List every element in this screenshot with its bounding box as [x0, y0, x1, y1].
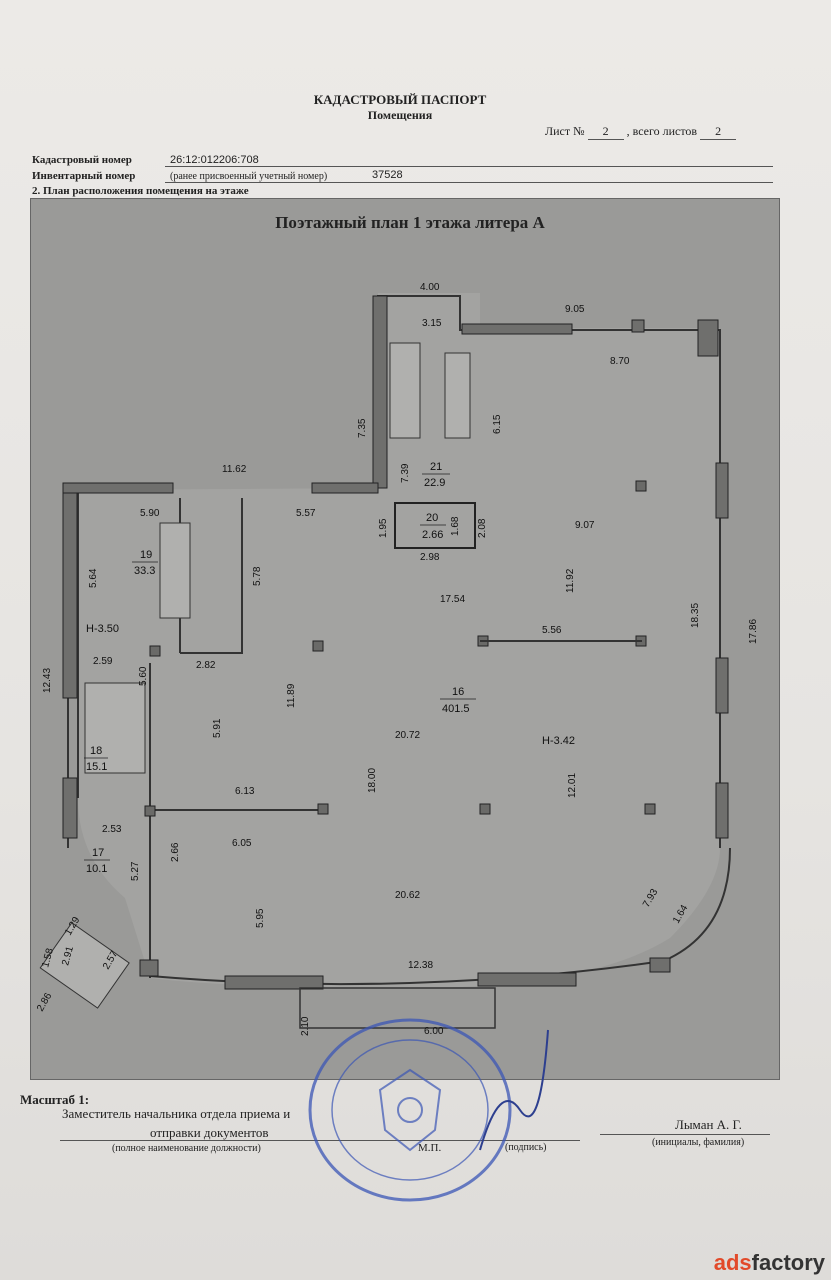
- dim-label: 5.90: [140, 508, 160, 519]
- room-area: 33.3: [134, 565, 155, 577]
- dim-label: 2.66: [170, 842, 181, 862]
- inventory-value: 37528: [372, 169, 403, 181]
- position-line1: Заместитель начальника отдела приема и: [62, 1106, 291, 1121]
- total-label: всего листов: [632, 124, 698, 138]
- dim-label: 5.60: [138, 666, 149, 686]
- dim-label: 3.15: [422, 318, 442, 329]
- watermark-part2: factory: [751, 1250, 825, 1275]
- inventory-underline: [165, 182, 773, 183]
- dim-label: 1.58: [40, 947, 56, 969]
- dim-label: 11.92: [565, 568, 576, 593]
- porch: [299, 987, 496, 1029]
- dim-label: 2.10: [300, 1016, 311, 1036]
- signer-name: Лыман А. Г.: [675, 1117, 742, 1132]
- room-number: 19: [140, 549, 152, 561]
- position-underline: [60, 1140, 580, 1141]
- signature: [479, 1029, 549, 1151]
- dim-label: 17.54: [440, 594, 465, 605]
- sheet-label: Лист №: [545, 124, 585, 138]
- dim-label: 5.64: [88, 568, 99, 588]
- scale-label: Масштаб 1:: [20, 1092, 90, 1107]
- floor-plan: Поэтажный план 1 этажа литера А: [35, 213, 759, 1037]
- total-sheets: 2: [700, 124, 737, 140]
- room-number: 16: [452, 686, 464, 698]
- dim-label: 18.00: [367, 768, 378, 793]
- section-label: 2. План расположения помещения на этаже: [32, 185, 249, 197]
- dim-label: 2.08: [477, 518, 488, 538]
- dim-label: 2.53: [102, 824, 122, 835]
- dim-label: 20.62: [395, 890, 420, 901]
- sign-caption: (подпись): [505, 1142, 547, 1153]
- dim-label: 6.05: [232, 838, 252, 849]
- dim-label: 5.91: [212, 718, 223, 738]
- dim-label: 9.07: [575, 520, 595, 531]
- dim-label: 9.05: [565, 304, 585, 315]
- dim-label: 5.95: [255, 908, 266, 928]
- dim-label: 20.72: [395, 730, 420, 741]
- dim-label: 6.00: [424, 1026, 444, 1037]
- room-number: 17: [92, 847, 104, 859]
- room-number: 20: [426, 512, 438, 524]
- dim-label: 1.95: [378, 518, 389, 538]
- room-area: 15.1: [86, 761, 107, 773]
- height-label: H-3.50: [86, 623, 119, 635]
- room-area: 22.9: [424, 477, 445, 489]
- dim-label: 17.86: [748, 619, 759, 644]
- mp-label: М.П.: [418, 1142, 442, 1154]
- wall-segments: [62, 295, 729, 990]
- inventory-note: (ранее присвоенный учетный номер): [170, 171, 328, 182]
- room-area: 10.1: [86, 863, 107, 875]
- floor-area: [78, 293, 720, 988]
- room-number: 18: [90, 745, 102, 757]
- cadastral-value: 26:12:012206:708: [170, 154, 259, 166]
- room-number: 21: [430, 461, 442, 473]
- dim-label: 11.89: [286, 683, 297, 708]
- watermark-part1: ads: [713, 1250, 752, 1275]
- dim-label: 12.01: [567, 773, 578, 798]
- position-caption: (полное наименование должности): [112, 1143, 261, 1154]
- dim-label: 12.43: [42, 668, 53, 693]
- dim-label: 4.00: [420, 282, 440, 293]
- dim-label: 5.27: [130, 861, 141, 881]
- dim-label: 2.82: [196, 660, 216, 671]
- height-label: H-3.42: [542, 735, 575, 747]
- inventory-label: Инвентарный номер: [32, 170, 136, 182]
- dim-label: 1.68: [450, 516, 461, 536]
- dim-label: 6.15: [492, 414, 503, 434]
- cadastral-label: Кадастровый номер: [32, 154, 132, 166]
- dim-label: 6.13: [235, 786, 255, 797]
- dim-label: 11.62: [222, 464, 247, 475]
- room-20-box: [394, 502, 476, 549]
- plan-title: Поэтажный план 1 этажа литера А: [275, 213, 545, 232]
- dim-label: 5.56: [542, 625, 562, 636]
- dim-label: 18.35: [690, 603, 701, 628]
- dim-label: 2.59: [93, 656, 113, 667]
- room-area: 401.5: [442, 703, 470, 715]
- official-stamp: [308, 1018, 512, 1202]
- dim-label: 5.78: [252, 566, 263, 586]
- dim-label: 12.38: [408, 960, 433, 971]
- name-caption: (инициалы, фамилия): [652, 1137, 745, 1148]
- room-area: 2.66: [422, 529, 443, 541]
- sheet-info: Лист № 2 , всего листов 2: [545, 124, 737, 140]
- dim-label: 2.91: [60, 945, 76, 967]
- dim-label: 2.98: [420, 552, 440, 563]
- dim-label: 2.86: [35, 991, 54, 1014]
- watermark-logo: adsfactory: [714, 1250, 825, 1276]
- room-labels: 21 22.9 20 2.66 19 33.3 16 401.5 18 15.1…: [84, 461, 575, 875]
- dim-label: 7.35: [357, 418, 368, 438]
- position-line2: отправки документов: [150, 1125, 269, 1140]
- name-underline: [600, 1134, 770, 1135]
- passport-subtitle: Помещения: [367, 108, 433, 122]
- sheet-number: 2: [587, 124, 624, 140]
- cadastral-underline: [165, 166, 773, 167]
- passport-title: КАДАСТРОВЫЙ ПАСПОРТ: [313, 92, 487, 107]
- dim-label: 7.39: [400, 463, 411, 483]
- dim-label: 8.70: [610, 356, 630, 367]
- dim-label: 5.57: [296, 508, 316, 519]
